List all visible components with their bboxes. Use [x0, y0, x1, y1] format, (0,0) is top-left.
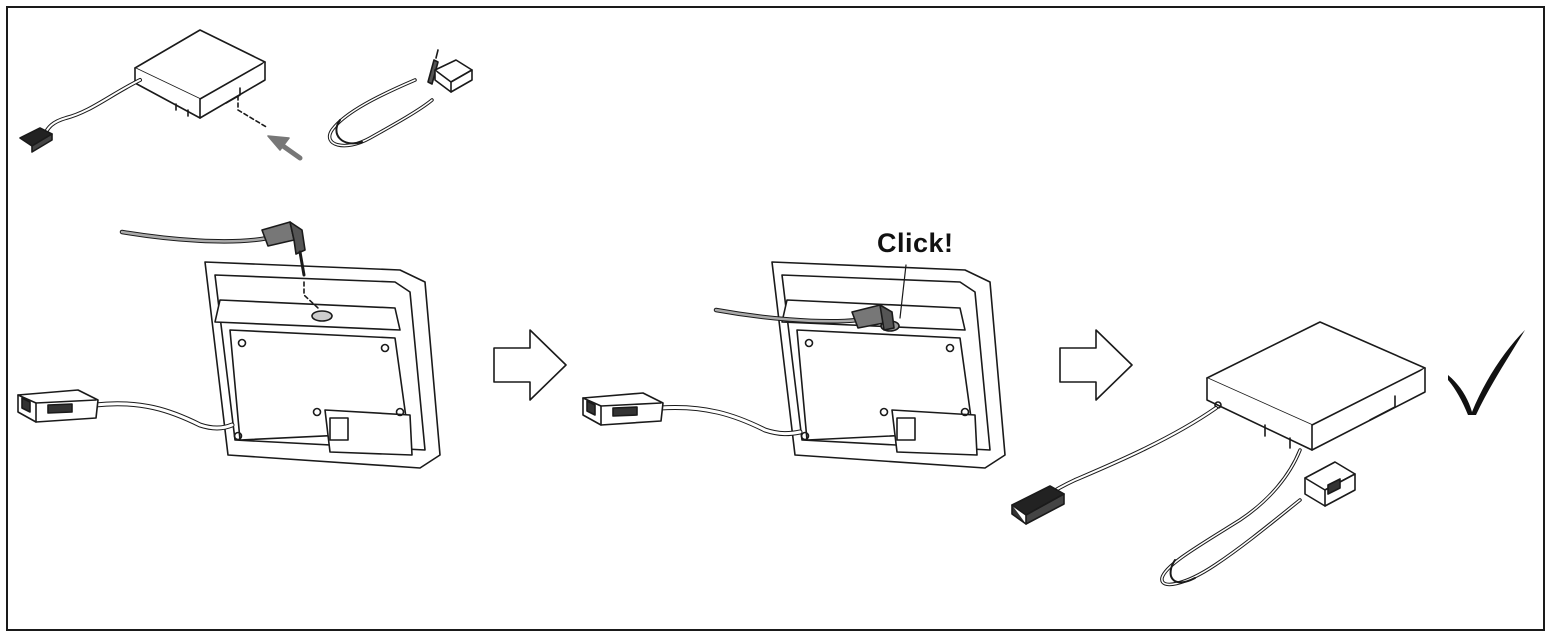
audio-jack-2 [851, 304, 895, 331]
audio-jack-small [427, 49, 439, 85]
rj-connector-small [434, 59, 473, 93]
usb-cable-3 [1044, 406, 1218, 498]
checkmark-icon [1448, 330, 1525, 415]
sensor-box-small [134, 29, 266, 119]
coiled-cable [328, 78, 434, 148]
bracket-panel-1 [204, 261, 441, 469]
diagonal-arrow-icon [267, 135, 303, 161]
usb-plug-small [19, 127, 53, 153]
usb-plug-3 [1011, 485, 1065, 525]
click-annotation: Click! [877, 228, 954, 258]
jack-guide-line [303, 281, 319, 309]
bracket-panel-2 [771, 261, 1006, 469]
usb-plug-2 [582, 392, 664, 426]
audio-jack-1 [261, 221, 306, 277]
coiled-cable-large [1160, 448, 1302, 587]
usb-plug-1 [17, 389, 99, 423]
usb-cable-2 [657, 404, 803, 437]
sensor-cable-small [44, 78, 142, 134]
right-arrow-outline-icon [1059, 329, 1133, 401]
sensor-box-large [1206, 321, 1426, 451]
click-pointer-line [899, 264, 907, 319]
right-arrow-outline-icon [493, 329, 567, 401]
rj-connector-large [1304, 461, 1356, 507]
insert-guide-line [237, 95, 269, 129]
usb-cable-1 [92, 401, 235, 431]
